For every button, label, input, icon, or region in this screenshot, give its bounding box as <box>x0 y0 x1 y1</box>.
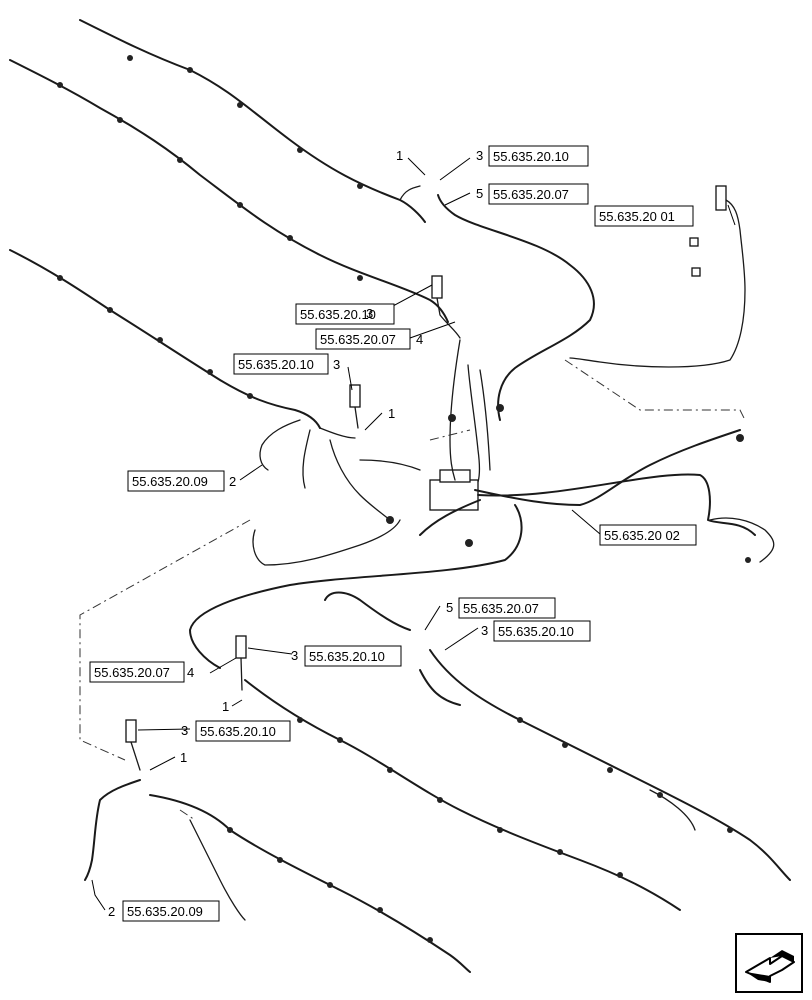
connector-tower-1 <box>431 275 461 339</box>
callout-code: 55.635.20 01 <box>599 209 675 224</box>
callout-number: 3 <box>333 357 340 372</box>
callout-c7: 55.635.20.09 2 <box>127 470 236 492</box>
item-label: 1 <box>180 750 187 765</box>
callout-code: 55.635.20.07 <box>94 665 170 680</box>
callout-number: 3 <box>291 648 298 663</box>
callout-c8: 55.635.20 02 <box>599 524 697 546</box>
arrow-box-icon[interactable] <box>735 933 803 993</box>
callout-code: 55.635.20.10 <box>200 724 276 739</box>
callout-c11: 3 55.635.20.10 <box>291 645 402 667</box>
item-label: 1 <box>396 148 403 163</box>
connector-tower-3 <box>235 635 247 691</box>
harness-lower-left <box>84 779 471 973</box>
reference-lines <box>79 359 746 821</box>
callout-number: 3 <box>481 623 488 638</box>
callout-c10: 3 55.635.20.10 <box>481 620 591 642</box>
callout-number: 5 <box>476 186 483 201</box>
callout-code: 55.635.20.09 <box>127 904 203 919</box>
callout-number: 2 <box>229 474 236 489</box>
callout-number: 4 <box>416 332 423 347</box>
item-label: 1 <box>222 699 229 714</box>
callout-number: 3 <box>366 306 373 321</box>
callout-code: 55.635.20.07 <box>493 187 569 202</box>
connector-tower-4 <box>125 719 141 771</box>
callout-number: 3 <box>476 148 483 163</box>
callout-c12: 55.635.20.07 4 <box>89 661 194 683</box>
callout-code: 55.635.20.10 <box>309 649 385 664</box>
callout-c9: 5 55.635.20.07 <box>446 597 556 619</box>
callout-code: 55.635.20.07 <box>320 332 396 347</box>
harness-lower-right <box>324 591 791 881</box>
callout-c3: 55.635.20 01 <box>594 205 694 227</box>
callout-c6: 55.635.20.10 3 <box>233 353 340 375</box>
item-label: 1 <box>388 406 395 421</box>
callout-c1: 3 55.635.20.10 <box>476 145 589 167</box>
harness-mid-left <box>9 249 391 521</box>
callout-code: 55.635.20.09 <box>132 474 208 489</box>
callout-number: 5 <box>446 600 453 615</box>
callout-code: 55.635.20 02 <box>604 528 680 543</box>
callout-c5: 55.635.20.07 4 <box>315 328 423 350</box>
connector-tower-2 <box>349 384 361 429</box>
callout-number: 2 <box>108 904 115 919</box>
harness-upper-left <box>9 19 449 323</box>
callout-code: 55.635.20.10 <box>493 149 569 164</box>
callout-code: 55.635.20.10 <box>300 307 376 322</box>
harness-right-group <box>569 185 775 563</box>
harness-lower-middle <box>244 679 681 911</box>
callout-number: 3 <box>181 723 188 738</box>
callout-number: 4 <box>187 665 194 680</box>
callout-c4: 55.635.20.10 3 <box>295 303 395 325</box>
callout-c13: 3 55.635.20.10 <box>181 720 291 742</box>
callout-code: 55.635.20.10 <box>498 624 574 639</box>
callout-code: 55.635.20.10 <box>238 357 314 372</box>
callout-code: 55.635.20.07 <box>463 601 539 616</box>
callout-c14: 2 55.635.20.09 <box>108 900 220 922</box>
leader-lines <box>91 157 736 911</box>
callout-c2: 5 55.635.20.07 <box>476 183 589 205</box>
central-cluster <box>189 194 756 669</box>
